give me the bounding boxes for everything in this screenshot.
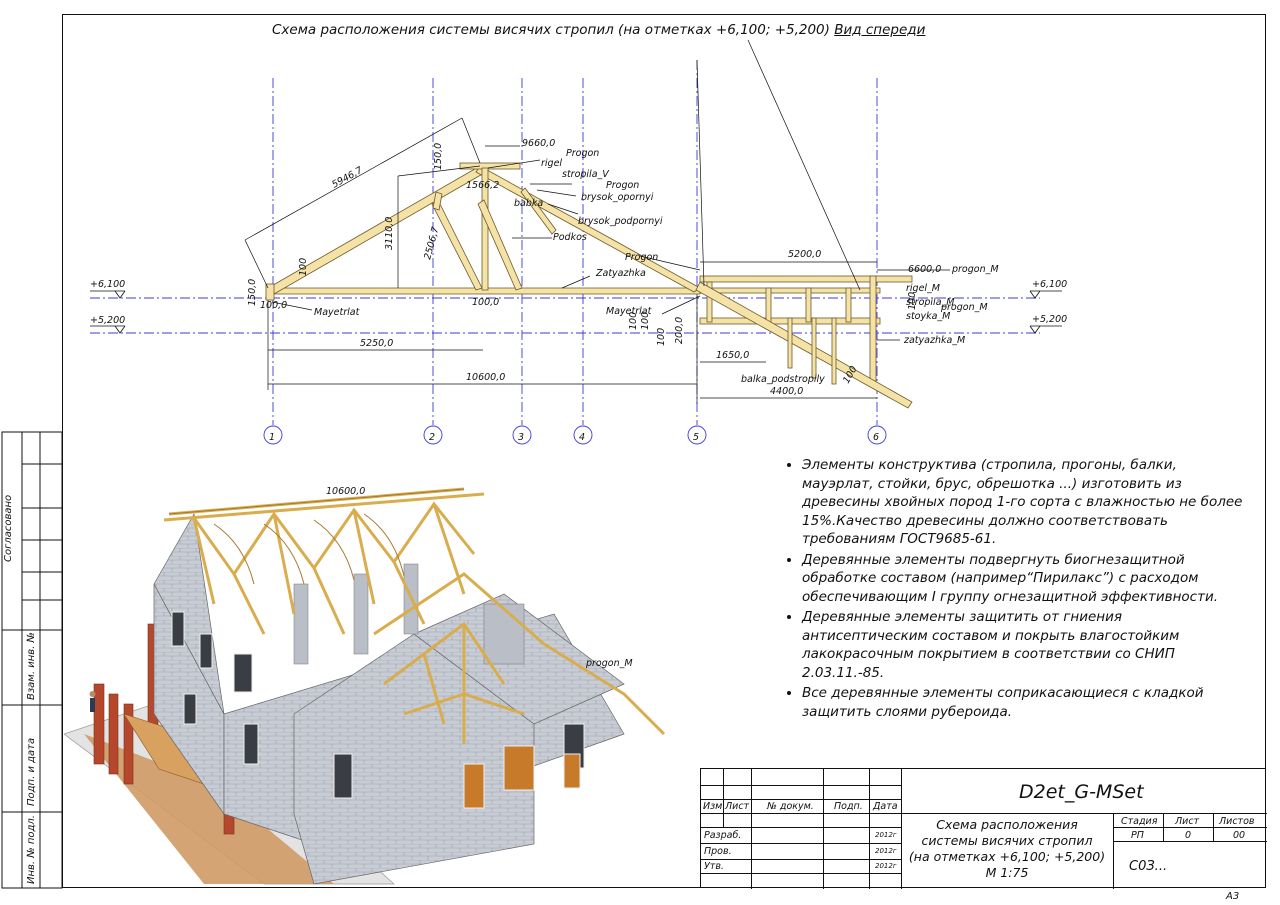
label-mayetrlat-2: Mayetrlat [606, 306, 653, 317]
drawing-title-main: Схема расположения системы висячих строп… [272, 22, 830, 38]
note-item: Деревянные элементы подвергнуть биогнеза… [802, 551, 1250, 607]
label-progon-m-2: progon_M [940, 302, 988, 313]
dim-rigel: 1566,2 [466, 180, 499, 191]
sheet-label: Лист [1175, 816, 1200, 827]
axis-gridlines [90, 60, 1040, 425]
label-podkos: Podkos [553, 232, 587, 243]
axis-6: 6 [873, 432, 879, 443]
side-truss [695, 275, 913, 409]
sheets-value: 00 [1233, 830, 1246, 841]
truss-front-view: +6,100 +5,200 +6,100 +5,200 [90, 39, 1067, 445]
render-dim-top: 10600,0 [326, 486, 365, 497]
label-progon: Progon [566, 148, 599, 159]
drawing-title-view: Вид спереди [834, 22, 926, 38]
dim-200: 200,0 [674, 317, 685, 344]
row-utv: Утв. [704, 861, 724, 872]
drawing-name-line-3: (на отметках +6,100; +5,200) [908, 849, 1106, 864]
label-rigel-m: rigel_M [906, 283, 940, 294]
side-stamp [1, 431, 63, 889]
dim-4400: 4400,0 [770, 386, 803, 397]
sheet-format: А3 [1226, 891, 1240, 902]
col-list: Лист [725, 801, 750, 812]
label-babka: babka [514, 198, 543, 209]
date-1: 2012г [875, 831, 897, 839]
drawing-name-line-4: М 1:75 [985, 865, 1029, 880]
row-prov: Пров. [704, 846, 732, 857]
dim-rafter: 5946,7 [330, 165, 364, 191]
drawing-name-line-2: системы висячих стропил [921, 833, 1093, 848]
dim-top-150: 150,0 [433, 143, 444, 170]
dim-150-left: 150,0 [247, 279, 258, 306]
dim-100-a: 100 [628, 312, 639, 330]
row-razrab: Разраб. [704, 830, 742, 841]
dim-100-left: 100,0 [260, 300, 287, 311]
stage-value: РП [1131, 830, 1144, 841]
drawing-name-line-1: Схема расположения [936, 817, 1078, 832]
label-progon-m: progon_M [951, 264, 999, 275]
sheets-label: Листов [1219, 816, 1255, 827]
replace-inv-label: Взам. инв. № [26, 632, 37, 700]
inv-orig-label: Инв. № подл. [26, 815, 37, 884]
person-figure [89, 691, 96, 712]
label-zatyazhka-m: zatyazhka_M [903, 335, 965, 346]
main-truss [265, 162, 701, 301]
axis-1: 1 [269, 432, 275, 443]
sign-date-label: Подп. и дата [26, 737, 37, 806]
drawing-title: Схема расположения системы висячих строп… [272, 22, 925, 38]
level-lower-right: +5,200 [1032, 314, 1067, 325]
dim-100-b: 100 [640, 312, 651, 330]
dim-10600: 10600,0 [466, 372, 505, 383]
dim-100-c: 100 [656, 328, 667, 346]
sheet-value: 0 [1185, 830, 1192, 841]
label-stoyka-m: stoyka_M [906, 311, 950, 322]
note-item: Элементы конструктива (стропила, прогоны… [802, 456, 1250, 549]
axis-2: 2 [429, 432, 435, 443]
house-3d-render: 10600,0 progon_M [64, 486, 666, 885]
render-label-progon: progon_M [585, 658, 633, 669]
level-lower-left: +5,200 [90, 315, 125, 326]
date-3: 2012г [875, 862, 897, 870]
notes-block: Элементы конструктива (стропила, прогоны… [780, 456, 1250, 723]
dim-ridge: 9660,0 [522, 138, 555, 149]
note-item: Все деревянные элементы соприкасающиеся … [802, 684, 1250, 721]
drawing-code: D2et_G-MSet [1019, 781, 1144, 803]
label-mayetrlat: Mayetrlat [314, 307, 361, 318]
label-progon-3: Progon [625, 252, 658, 263]
dim-5200: 5200,0 [788, 249, 821, 260]
label-balka: balka_podstropily [741, 374, 825, 385]
axis-5: 5 [693, 432, 699, 443]
date-2: 2012г [875, 847, 897, 855]
dim-brace: 2506,7 [422, 226, 441, 261]
agreed-label: Согласовано [3, 494, 14, 562]
col-doc: № докум. [767, 801, 814, 812]
axis-3: 3 [518, 432, 524, 443]
dim-100-f: 100 [907, 292, 918, 310]
col-sign: Подп. [834, 801, 863, 812]
dimension-lines [244, 39, 950, 404]
dim-100-center: 100,0 [472, 297, 499, 308]
label-stropila-v: stropila_V [562, 169, 610, 180]
dim-height: 3110,0 [384, 217, 395, 250]
axis-4: 4 [579, 432, 585, 443]
dim-1650: 1650,0 [716, 350, 749, 361]
drawing-name: Схема расположения системы висячих строп… [901, 817, 1113, 881]
label-brysok-oporny: brysok_opornyi [581, 192, 654, 203]
label-stropila-m: stropila_M [906, 297, 954, 308]
label-progon-2: Progon [606, 180, 639, 191]
dim-5250: 5250,0 [360, 338, 393, 349]
label-brysok-podporny: brysok_podpornyi [578, 216, 663, 227]
label-rigel: rigel [541, 158, 562, 169]
note-item: Деревянные элементы защитить от гниения … [802, 608, 1250, 682]
dim-100-e: 100 [298, 258, 309, 276]
label-zatyazhka: Zatyazhka [595, 268, 646, 279]
level-upper-left: +6,100 [90, 279, 125, 290]
dim-6600: 6600,0 [908, 264, 941, 275]
org-name: С0З... [1129, 859, 1168, 874]
level-upper-right: +6,100 [1032, 279, 1067, 290]
col-izm: Изм [703, 801, 723, 812]
col-date: Дата [873, 801, 898, 812]
stage-label: Стадия [1121, 816, 1158, 827]
title-block: Изм Лист № докум. Подп. Дата Разраб. Про… [700, 768, 1267, 889]
